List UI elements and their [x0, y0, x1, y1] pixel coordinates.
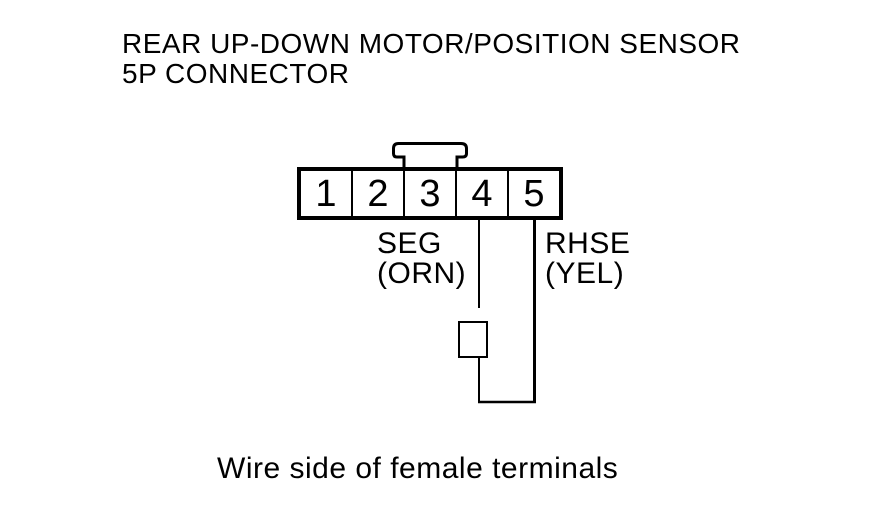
- pin-cavity-3: 3: [403, 171, 455, 216]
- diagram-title: REAR UP-DOWN MOTOR/POSITION SENSOR 5P CO…: [122, 29, 741, 89]
- wire-label-rhse-color: (YEL): [545, 257, 625, 290]
- pin-number-4: 4: [471, 172, 493, 215]
- pin-cavity-5: 5: [507, 171, 559, 216]
- pin-cavity-4: 4: [455, 171, 507, 216]
- wire-label-seg: SEG (ORN): [377, 229, 466, 289]
- terminal-box: [458, 321, 488, 358]
- pin-cavity-1: 1: [301, 171, 351, 216]
- wire-label-rhse-signal: RHSE: [545, 227, 631, 260]
- diagram-title-line1: REAR UP-DOWN MOTOR/POSITION SENSOR: [122, 28, 741, 59]
- pin-number-1: 1: [315, 172, 337, 215]
- wire-label-seg-signal: SEG: [377, 227, 442, 260]
- diagram-title-line2: 5P CONNECTOR: [122, 58, 350, 89]
- pin-cavity-2: 2: [351, 171, 403, 216]
- wire-label-seg-color: (ORN): [377, 257, 467, 290]
- pin-number-5: 5: [523, 172, 545, 215]
- wire-label-rhse: RHSE (YEL): [545, 229, 630, 289]
- latch-tab-icon: [392, 142, 468, 169]
- connector-body: 1 2 3 4 5: [297, 167, 563, 220]
- pin-number-2: 2: [367, 172, 389, 215]
- diagram-caption: Wire side of female terminals: [217, 452, 619, 485]
- pin-number-3: 3: [419, 172, 441, 215]
